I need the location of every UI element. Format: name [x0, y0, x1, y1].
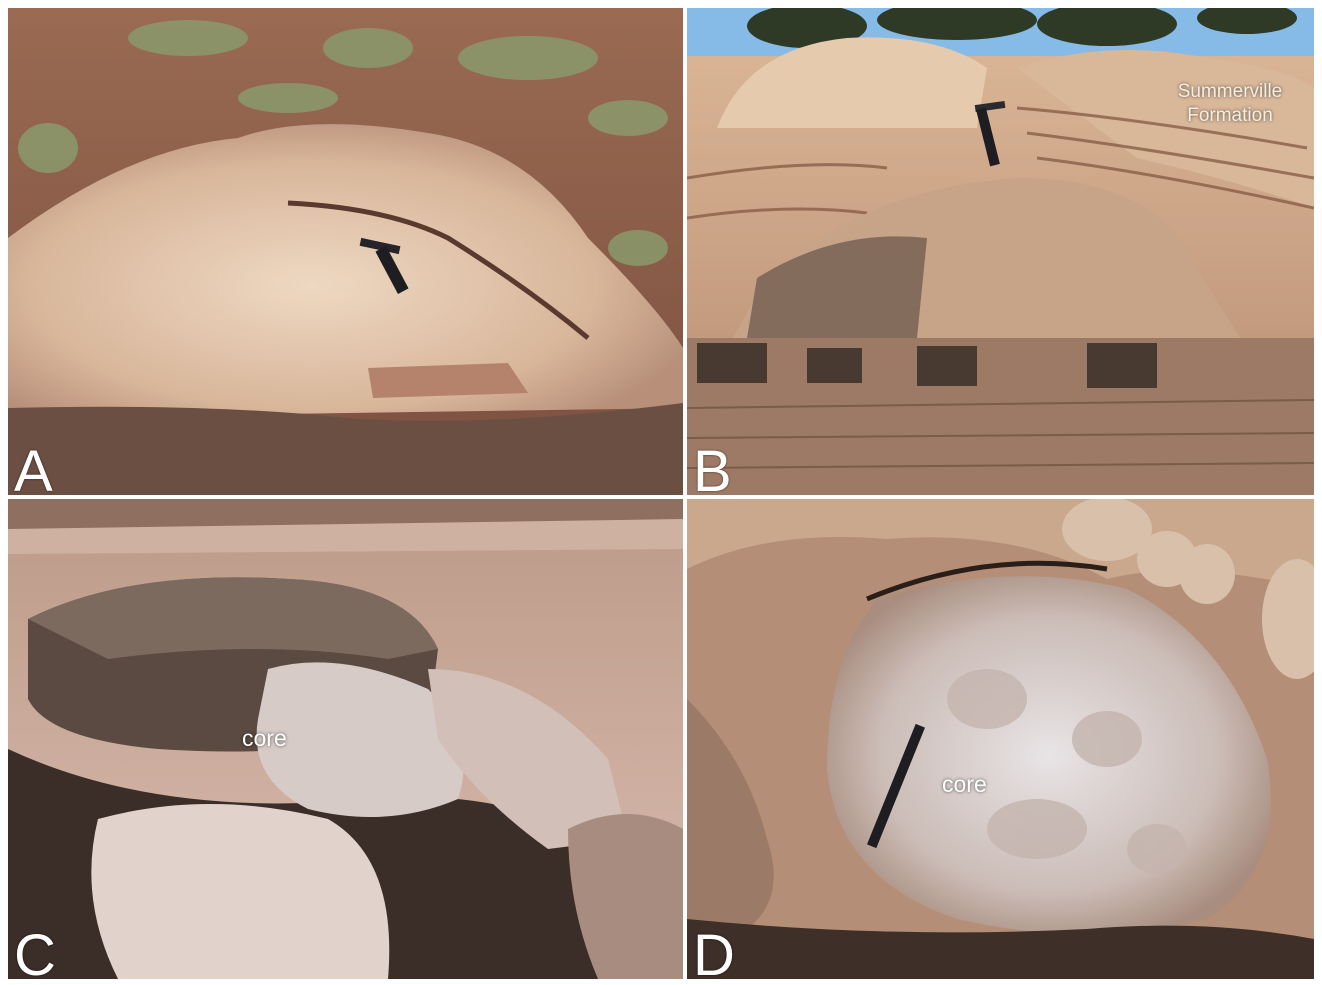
hammer	[359, 237, 409, 295]
hammer	[974, 100, 1006, 167]
panel-d-photo: core D	[687, 499, 1314, 979]
panel-b-photo: Summerville Formation B	[687, 8, 1314, 495]
panel-letter: C	[14, 923, 56, 980]
panel-b-scene	[687, 8, 1314, 495]
trees	[747, 8, 1297, 48]
panel-d-scene	[687, 499, 1314, 979]
panel-a-scene	[8, 8, 683, 495]
core-label: core	[242, 725, 287, 751]
panel-letter: A	[14, 439, 53, 496]
panel-letter: D	[693, 923, 735, 980]
formation-label: Summerville Formation	[1177, 81, 1283, 126]
panel-letter: B	[693, 439, 732, 496]
panel-a-photo: A	[8, 8, 683, 495]
core-label: core	[942, 771, 987, 797]
panel-c-photo: core C	[8, 499, 683, 979]
hammer	[867, 723, 925, 849]
panel-c-scene	[8, 499, 683, 979]
